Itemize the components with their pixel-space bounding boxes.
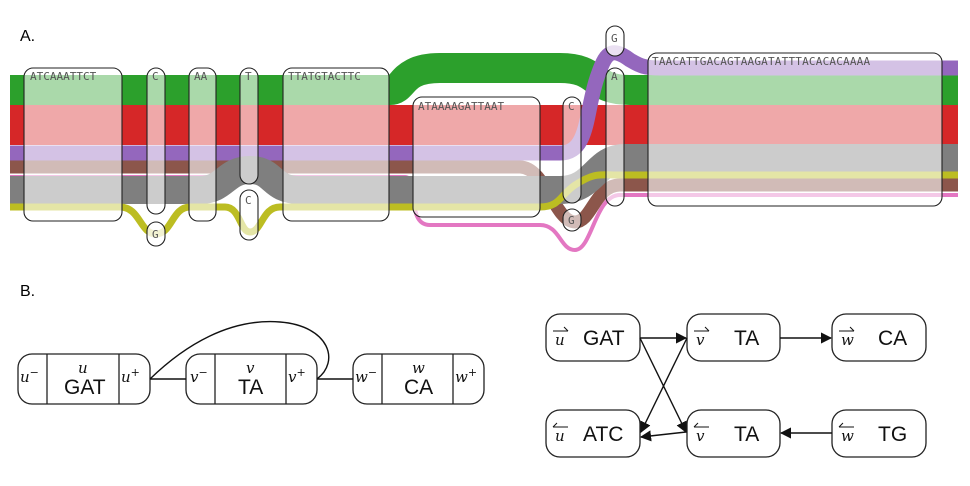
u-seq: GAT	[64, 376, 106, 399]
w-minus-label: w−	[355, 366, 377, 386]
node-a: A	[605, 67, 625, 207]
node-long: TAACATTGACAGTAAGATATTTACACACAAAA	[647, 52, 943, 207]
node-ttatgtacttc: TTATGTACTTC	[282, 67, 390, 222]
edge-uplus-vplus-loop	[149, 320, 330, 380]
left-arrow-icon	[838, 422, 854, 428]
u-minus-label: u−	[20, 366, 39, 386]
w-fwd-seq: CA	[878, 327, 907, 350]
directed-node-w-forward: w CA	[831, 313, 927, 362]
sequence-nodes: ATCAAATTCT C G AA T C TTATGTACTTC ATAAA	[23, 25, 943, 247]
node-aa: AA	[188, 67, 217, 222]
path-gray	[10, 144, 958, 204]
directed-node-v-reverse: v TA	[686, 409, 781, 458]
node-atcaaattct: ATCAAATTCT	[23, 67, 123, 222]
directed-node-w-reverse: w TG	[831, 409, 927, 458]
node-c-3: C	[562, 96, 582, 204]
node-seq: G	[568, 214, 575, 227]
v-var: v	[246, 359, 255, 377]
v-fwd-seq: TA	[734, 327, 759, 350]
u-rev-var: u	[555, 427, 565, 445]
node-seq: G	[611, 32, 618, 45]
w-var: w	[412, 359, 425, 377]
node-g-1: G	[146, 221, 166, 247]
directed-graph: u GAT v TA w CA u ATC v TA	[545, 313, 927, 458]
panel-b-label: B.	[20, 283, 35, 300]
u-fwd-seq: GAT	[583, 327, 625, 350]
node-seq: C	[568, 100, 575, 113]
u-plus-label: u+	[121, 366, 140, 386]
right-arrow-icon	[839, 326, 855, 332]
node-c-1: C	[146, 67, 166, 215]
v-seq: TA	[238, 376, 263, 399]
panel-a-label: A.	[20, 28, 35, 45]
node-seq: G	[152, 228, 159, 241]
node-seq: A	[611, 70, 618, 83]
u-fwd-var: u	[555, 331, 565, 349]
w-seq: CA	[404, 376, 433, 399]
u-rev-seq: ATC	[583, 423, 623, 446]
node-seq: ATAAAAGATTAAT	[418, 100, 504, 113]
directed-node-v-forward: v TA	[686, 313, 781, 362]
w-rev-var: w	[841, 427, 854, 445]
v-minus-label: v−	[190, 366, 208, 386]
w-rev-seq: TG	[878, 423, 907, 446]
v-rev-seq: TA	[734, 423, 759, 446]
v-rev-var: v	[696, 427, 705, 445]
directed-node-u-reverse: u ATC	[545, 409, 641, 458]
edge-u-to-vrev	[639, 337, 687, 434]
bidirected-node-u: u− u GAT u+	[17, 353, 151, 405]
node-g-2: G	[562, 208, 582, 232]
w-plus-label: w+	[455, 366, 477, 386]
node-seq: TTATGTACTTC	[288, 70, 361, 83]
node-t: T	[239, 67, 259, 185]
directed-node-u-forward: u GAT	[545, 313, 641, 362]
w-fwd-var: w	[841, 331, 854, 349]
left-arrow-icon	[693, 422, 709, 428]
node-c-2: C	[239, 189, 259, 241]
bidirected-graph: u− u GAT u+ v− v TA v+ w− w CA w+	[17, 320, 485, 405]
edge-v-to-urev	[640, 337, 688, 434]
v-plus-label: v+	[288, 366, 306, 386]
node-ataaaagattaat: ATAAAAGATTAAT	[412, 96, 541, 218]
node-seq: AA	[194, 70, 208, 83]
node-seq: ATCAAATTCT	[30, 70, 97, 83]
right-arrow-icon	[694, 326, 710, 332]
edge-vrev-to-urev	[639, 430, 687, 442]
node-seq: TAACATTGACAGTAAGATATTTACACACAAAA	[652, 55, 870, 68]
v-fwd-var: v	[696, 331, 705, 349]
node-seq: T	[245, 70, 252, 83]
left-arrow-icon	[552, 422, 568, 428]
node-g-3: G	[605, 25, 625, 57]
u-var: u	[78, 359, 88, 377]
right-arrow-icon	[553, 326, 569, 332]
node-seq: C	[245, 194, 252, 207]
node-seq: C	[152, 70, 159, 83]
bidirected-node-v: v− v TA v+	[185, 353, 318, 405]
bidirected-node-w: w− w CA w+	[352, 353, 485, 405]
